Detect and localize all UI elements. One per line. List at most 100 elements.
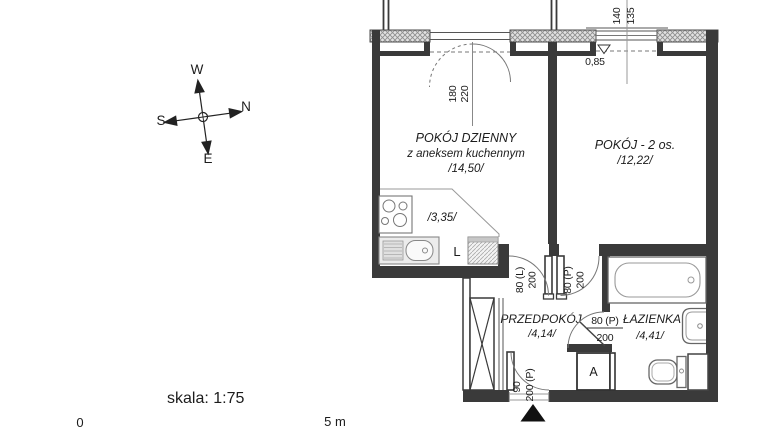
toilet-bowl xyxy=(648,359,678,385)
wall-jamb xyxy=(510,42,516,56)
scale-start-label: 0 xyxy=(76,415,83,428)
wall-jamb xyxy=(590,42,596,56)
sill-height-label: 0,85 xyxy=(585,56,605,68)
toilet-cistern xyxy=(676,355,687,389)
kitchen-boundary-line xyxy=(380,188,500,237)
dim-label: 80 (P) xyxy=(591,315,618,327)
compass-arrow-icon xyxy=(162,115,178,126)
washbasin-drain-icon xyxy=(697,323,703,329)
washbasin xyxy=(681,307,706,345)
wall-jamb xyxy=(424,42,430,56)
wall-segment xyxy=(372,266,498,278)
wall-segment xyxy=(372,30,380,278)
level-marker-icon xyxy=(597,44,611,55)
scale-label: skala: 1:75 xyxy=(167,390,244,407)
door-swing-arc-dashed xyxy=(429,43,473,88)
wardrobe-cross-line xyxy=(469,297,495,391)
wall-segment xyxy=(706,30,718,402)
door-swing-arc xyxy=(567,311,605,349)
dim-label: 220 xyxy=(459,85,471,102)
door-swing-arc xyxy=(508,255,549,296)
balcony-door xyxy=(429,32,511,126)
stove-burner-icon xyxy=(398,201,408,211)
dim-label: 200 xyxy=(575,271,587,288)
living-room-door: 80 (L) 200 xyxy=(508,255,555,300)
fridge-label: L xyxy=(453,244,460,259)
wall-segment xyxy=(549,390,718,402)
toilet-bowl-inner xyxy=(651,362,675,382)
balcony-door-dimension: 180 220 xyxy=(447,85,471,102)
balcony-railing xyxy=(382,0,558,30)
toilet xyxy=(648,355,687,389)
compass-arm xyxy=(202,112,234,118)
wall-segment xyxy=(548,42,557,244)
wall-segment xyxy=(567,344,612,352)
wall-segment xyxy=(602,256,610,312)
compass-arrow-icon xyxy=(194,78,205,94)
washer-box: A xyxy=(576,352,616,391)
wall-face-line xyxy=(372,51,430,56)
sink-drainer-ridges xyxy=(384,243,402,259)
bedroom-area: /12,22/ xyxy=(616,155,654,167)
hall-name: PRZEDPOKÓJ xyxy=(500,311,582,326)
wall-segment xyxy=(599,244,706,256)
washer-label: A xyxy=(589,365,598,379)
living-room-subtitle: z aneksem kuchennym xyxy=(406,148,525,160)
dim-label: 200 xyxy=(597,332,614,344)
dim-label: 200 xyxy=(527,271,539,288)
exterior-walls xyxy=(369,29,719,43)
wall-jamb xyxy=(657,42,663,56)
compass-label-n: N xyxy=(241,99,251,114)
wall-segment xyxy=(369,29,431,43)
wall-face-line xyxy=(510,51,596,56)
bathtub-outline xyxy=(607,256,707,304)
compass-arrow-icon xyxy=(201,140,212,156)
walls xyxy=(372,30,718,402)
stove-burner-icon xyxy=(393,213,407,227)
kitchen-annex: L /3,35/ xyxy=(378,188,500,265)
wardrobe-box xyxy=(469,297,504,391)
compass-rose: W N S E xyxy=(156,62,250,166)
door-swing-arc xyxy=(510,351,550,391)
sink-basin xyxy=(405,240,434,261)
dim-label: 80 (P) xyxy=(562,266,574,293)
bathroom-door: 80 (P) 200 xyxy=(567,311,623,349)
wall-face-line xyxy=(657,51,706,56)
sink-drainer xyxy=(382,240,404,261)
bathtub xyxy=(607,256,707,304)
entry-door: 90 200 (P) xyxy=(506,351,550,402)
scale-info: skala: 1:75 0 5 m xyxy=(76,390,345,428)
washer-outline xyxy=(576,352,611,391)
compass-hub-cross xyxy=(201,112,205,122)
door-leaf-foot xyxy=(555,293,568,300)
door-leaf xyxy=(579,321,606,347)
compass-label-e: E xyxy=(203,151,212,166)
sink-drain-icon xyxy=(422,247,428,254)
toilet-hinge-icon xyxy=(679,368,684,374)
bedroom-name: POKÓJ - 2 os. xyxy=(595,137,676,152)
bathtub-drain-icon xyxy=(687,276,695,284)
compass-label-s: S xyxy=(156,113,165,128)
living-room-name: POKÓJ DZIENNY xyxy=(416,130,518,145)
hall-area: /4,14/ xyxy=(527,328,556,340)
living-room-area: /14,50/ xyxy=(447,163,485,175)
kitchen-area-label: /3,35/ xyxy=(427,212,459,224)
dim-label: 140 xyxy=(611,7,623,24)
dim-label: 180 xyxy=(447,85,459,102)
stove xyxy=(378,195,413,234)
wall-segment xyxy=(498,244,509,278)
appliance-top-strip xyxy=(467,236,499,243)
dim-label: 80 (L) xyxy=(514,267,526,293)
scale-end-label: 5 m xyxy=(324,414,346,428)
dim-label: 135 xyxy=(625,7,637,24)
dim-label: 200 (P) xyxy=(524,368,536,401)
wall-segment xyxy=(463,390,509,402)
door-leaf xyxy=(544,255,553,295)
dim-label: 90 xyxy=(511,381,523,393)
door-swing-arc xyxy=(560,255,600,296)
partition-wall xyxy=(462,277,471,391)
compass-label-w: W xyxy=(191,62,204,77)
bathroom-name: ŁAZIENKA xyxy=(623,312,681,326)
compass-arrow-icon xyxy=(228,108,244,119)
